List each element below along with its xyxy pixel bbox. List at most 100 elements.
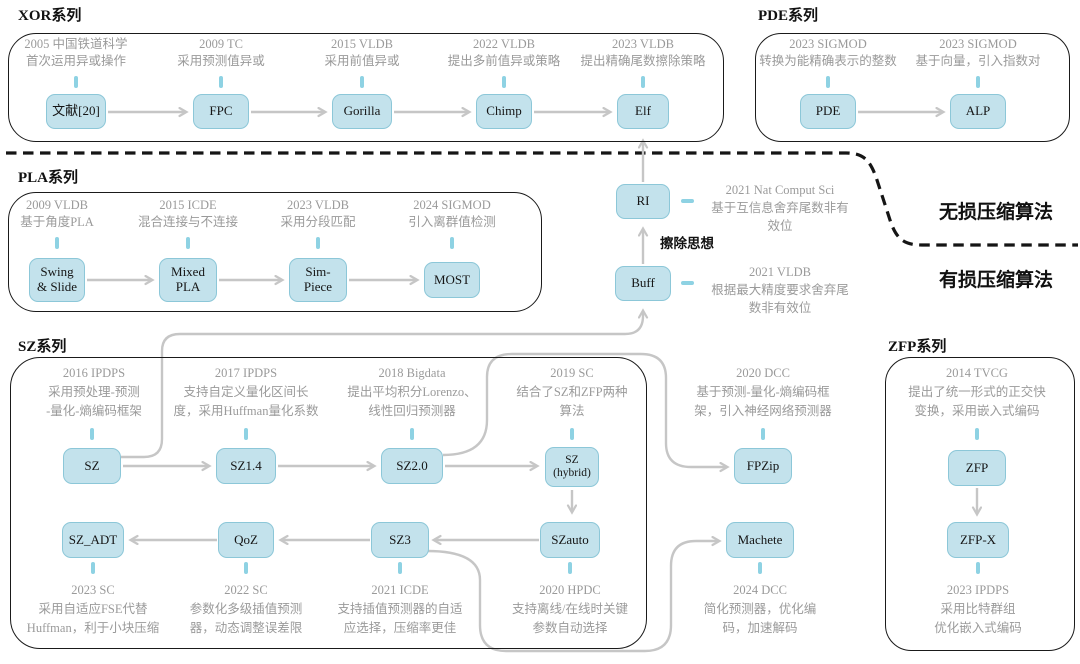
note-line: 2023 SC	[71, 583, 115, 597]
tick	[450, 237, 454, 249]
note-line: 2024 SIGMOD	[413, 198, 491, 212]
connector-sz-buff	[121, 311, 643, 459]
note-line: 基于向量，引入指数对	[915, 54, 1041, 68]
note-zfp-x: 2023 IPDPS 采用比特群组 优化嵌入式编码	[893, 581, 1063, 638]
node-label: ZFP-X	[959, 531, 997, 547]
node-label: SZ	[565, 453, 579, 466]
lossy-label: 有损压缩算法	[938, 270, 1053, 291]
tick	[976, 562, 980, 574]
node-label: Sim-	[305, 264, 331, 280]
note-line: 变换，采用嵌入式编码	[914, 404, 1040, 418]
note-sz3: 2021 ICDE 支持插值预测器的自适 应选择，压缩率更佳	[302, 581, 498, 638]
node-label: Swing	[40, 264, 74, 280]
note-pde: 2023 SIGMOD 转换为能精确表示的整数	[738, 36, 918, 70]
note-line: 2009 VLDB	[26, 198, 88, 212]
note-line: 2019 SC	[550, 366, 594, 380]
note-line: 2023 VLDB	[287, 198, 349, 212]
tick	[975, 428, 979, 440]
xor-series-title: XOR系列	[18, 8, 82, 24]
node-sz: SZ	[63, 448, 121, 484]
tick	[758, 562, 762, 574]
note-line: 基于互信息舍弃尾数非有	[711, 201, 849, 215]
node-label: 文献[20]	[52, 103, 100, 119]
node-label: Buff	[631, 275, 655, 291]
note-line: 2014 TVCG	[946, 366, 1008, 380]
note-line: 采用预处理-预测	[48, 385, 140, 399]
note-machete: 2024 DCC 简化预测器，优化编 码，加速解码	[675, 581, 845, 638]
note-line: 引入离群值检测	[408, 215, 496, 229]
note-line: 2021 ICDE	[371, 583, 429, 597]
note-swing-slide: 2009 VLDB 基于角度PLA	[0, 197, 137, 231]
node-label: SZ	[84, 457, 100, 473]
note-line: 码，加速解码	[722, 621, 798, 635]
note-line: 度，采用Huffman量化系数	[173, 404, 319, 418]
note-ri: 2021 Nat Comput Sci 基于互信息舍弃尾数非有 效位	[700, 181, 860, 235]
note-line: 2015 ICDE	[159, 198, 217, 212]
note-line: 2020 HPDC	[539, 583, 601, 597]
node-label: ALP	[965, 103, 991, 119]
pla-series-title: PLA系列	[18, 170, 79, 186]
node-label: (hybrid)	[553, 467, 591, 479]
note-wenxian: 2005 中国铁道科学 首次运用异或操作	[0, 36, 161, 70]
note-line: 参数自动选择	[532, 621, 608, 635]
tick	[90, 428, 94, 440]
note-sz-hybrid: 2019 SC 结合了SZ和ZFP两种 算法	[472, 364, 672, 421]
sz-series-title: SZ系列	[18, 339, 67, 355]
node-label: & Slide	[36, 279, 78, 294]
node-label: MOST	[433, 271, 471, 287]
note-line: 根据最大精度要求舍弃尾	[711, 283, 849, 297]
note-line: 提出了统一形式的正交快	[908, 385, 1046, 399]
note-line: 2005 中国铁道科学	[24, 37, 128, 51]
divider-dashed-line	[6, 151, 1078, 247]
note-line: 2023 IPDPS	[946, 583, 1010, 597]
sz-series-box	[10, 357, 647, 649]
note-line: 采用比特群组	[940, 602, 1016, 616]
note-line: 采用自适应FSE代替	[38, 602, 148, 616]
note-line: 提出多前值异或策略	[447, 54, 561, 68]
tick	[186, 237, 190, 249]
node-label: Machete	[737, 531, 783, 547]
tick	[55, 237, 59, 249]
note-fpc: 2009 TC 采用预测值异或	[136, 36, 306, 70]
note-mixed-pla: 2015 ICDE 混合连接与不连接	[108, 197, 268, 231]
node-gorilla: Gorilla	[332, 94, 392, 129]
note-line: 结合了SZ和ZFP两种	[516, 385, 628, 399]
note-line: 基于角度PLA	[20, 215, 94, 229]
note-line: 线性回归预测器	[368, 404, 456, 418]
node-szauto: SZauto	[540, 522, 600, 558]
node-elf: Elf	[617, 94, 669, 129]
note-line: 2021 VLDB	[749, 265, 811, 279]
note-line: 2017 IPDPS	[214, 366, 278, 380]
node-label: Elf	[635, 103, 651, 119]
note-line: 优化嵌入式编码	[934, 621, 1022, 635]
node-label: Piece	[303, 279, 333, 294]
note-line: 2009 TC	[199, 37, 243, 51]
tick	[244, 428, 248, 440]
pla-series-box	[8, 192, 542, 312]
tick	[641, 76, 645, 88]
note-line: 2022 SC	[224, 583, 268, 597]
node-label: ZFP	[965, 459, 989, 475]
note-szauto: 2020 HPDC 支持离线/在线时关键 参数自动选择	[472, 581, 668, 638]
note-line: 应选择，压缩率更佳	[343, 621, 457, 635]
tick	[976, 76, 980, 88]
note-line: 器，动态调整误差限	[189, 621, 303, 635]
note-line: 首次运用异或操作	[25, 54, 126, 68]
tick	[410, 428, 414, 440]
node-chimp: Chimp	[476, 94, 532, 129]
note-line: 支持插值预测器的自适	[337, 602, 463, 616]
note-buff: 2021 VLDB 根据最大精度要求舍弃尾 数非有效位	[700, 263, 860, 317]
tick	[761, 428, 765, 440]
note-line: 基于预测-量化-熵编码框	[696, 385, 830, 399]
tick	[316, 237, 320, 249]
node-label: SZ3	[389, 531, 411, 547]
tick	[219, 76, 223, 88]
note-chimp: 2022 VLDB 提出多前值异或策略	[419, 36, 589, 70]
note-line: 2023 SIGMOD	[789, 37, 867, 51]
note-gorilla: 2015 VLDB 采用前值异或	[277, 36, 447, 70]
note-elf: 2023 VLDB 提出精确尾数擦除策略	[558, 36, 728, 70]
note-line: 采用预测值异或	[177, 54, 265, 68]
node-label: Chimp	[486, 103, 522, 119]
note-line: 支持自定义量化区间长	[183, 385, 309, 399]
